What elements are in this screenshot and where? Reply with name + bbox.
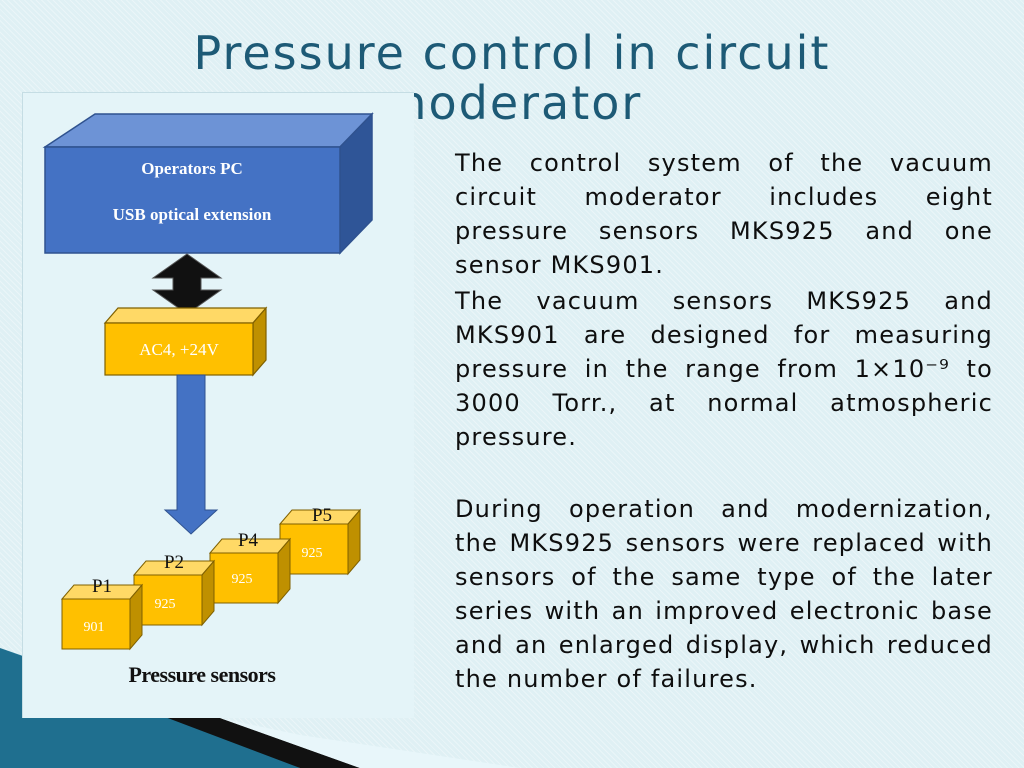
sensor-p5-name: P5 — [312, 505, 332, 526]
sensor-p4-model: 925 — [232, 572, 253, 587]
slide-title: Pressure control in circuit moderator — [193, 26, 831, 130]
body-text: The control system of the vacuum circuit… — [455, 146, 993, 696]
sensor-p2-model: 925 — [155, 597, 176, 612]
sensor-p1-cube — [60, 583, 144, 651]
sensor-p4-cube — [208, 537, 292, 605]
sensor-p4-name: P4 — [238, 530, 259, 551]
pressure-sensors-caption: Pressure sensors — [128, 662, 276, 687]
sensor-p1-model: 901 — [84, 620, 105, 635]
power-box-label: AC4, +24V — [139, 340, 219, 359]
bidirectional-arrow — [151, 253, 223, 315]
system-diagram: Operators PC USB optical extension AC4, … — [42, 112, 374, 687]
power-box — [103, 306, 268, 377]
sensor-p1-name: P1 — [92, 576, 112, 597]
pc-box-title: Operators PC — [141, 159, 243, 178]
sensor-p5-cube — [278, 508, 362, 576]
pc-box-subtitle: USB optical extension — [113, 205, 272, 224]
sensor-p5-model: 925 — [302, 546, 323, 561]
down-arrow — [163, 374, 219, 535]
paragraph-sensors-overview: The control system of the vacuum circuit… — [455, 149, 993, 279]
paragraph-modernization: During operation and modernization, the … — [455, 495, 993, 693]
sensor-p2-cube — [132, 559, 216, 627]
diagram-panel: Operators PC USB optical extension AC4, … — [22, 92, 414, 718]
pc-box — [42, 112, 374, 255]
paragraph-measuring-range: The vacuum sensors MKS925 and MKS901 are… — [455, 287, 993, 451]
sensor-p2-name: P2 — [164, 552, 184, 573]
